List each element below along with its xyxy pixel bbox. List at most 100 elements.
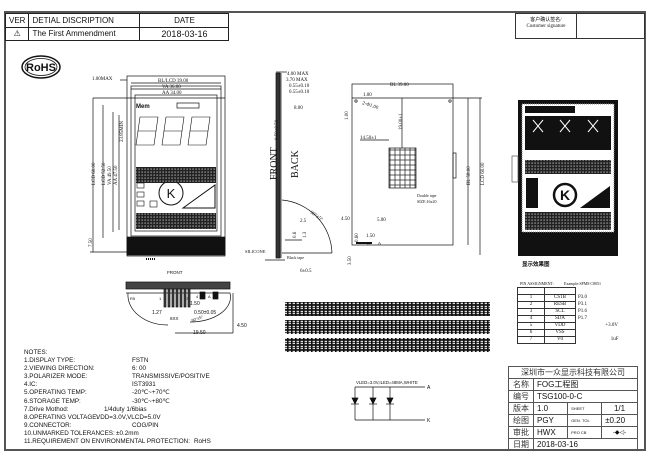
rev-description: The First Ammendment xyxy=(28,26,141,41)
projection-symbol-icon: -◆◁- xyxy=(601,426,638,439)
version: 1.0 xyxy=(532,402,569,415)
rohs-logo: RoHS xyxy=(21,55,61,79)
note-item: 4.IC:IST3931 xyxy=(24,381,156,389)
dimension-label: K xyxy=(367,241,370,246)
dimension-label: 1.3 xyxy=(303,231,308,238)
note-item: 3.POLARIZER MODE:TRANSMISSIVE/POSITIVE xyxy=(24,373,210,381)
note-item: 8.OPERATING VOLTAGE:VDD=3.0V,VLCD=5.0V xyxy=(24,413,161,421)
dimension-label: R5 xyxy=(130,296,136,301)
dimension-label: 90°±5° xyxy=(309,211,324,223)
note-item: 7.Drive Mothod:1/4duty 1/6bias xyxy=(24,405,147,413)
dimension-label: 2-Φ1.00 xyxy=(361,101,379,111)
dimension-label: 1 xyxy=(159,296,162,301)
dimension-label: 3.70 MAX xyxy=(286,78,308,83)
front-view xyxy=(90,75,226,260)
dimension-label: RoHS xyxy=(26,62,56,74)
dimension-label: 7 xyxy=(186,296,189,301)
dimension-label: 7.50 xyxy=(89,238,94,247)
customer-label-en: Customer signature xyxy=(526,24,566,29)
dimension-label: K xyxy=(560,187,570,203)
dimension-label: 23.85MIN xyxy=(120,121,125,142)
dimension-label: 0.6 xyxy=(293,231,298,238)
drawing-date: 2018-03-16 xyxy=(533,438,638,451)
back-view xyxy=(351,83,482,255)
dimension-label: LCD 52.50 xyxy=(102,162,107,185)
revision-table: VER DETIAL DISCRIPTION DATE ⚠ The First … xyxy=(4,13,230,41)
sheet: 1/1 xyxy=(601,402,638,415)
side-view xyxy=(265,71,333,261)
dimension-label: 1.00MAX xyxy=(92,77,113,82)
customer-signature-field[interactable] xyxy=(577,14,644,38)
note-item: 11.REQUIREMENT ON ENVIRONMENTAL PROTECTI… xyxy=(24,438,211,446)
dimension-label: 3.50 xyxy=(348,256,353,265)
dimension-label: 4 xyxy=(196,294,199,299)
dimension-label: 显示效果图 xyxy=(522,260,550,268)
drawing-number: TSG100-0-C xyxy=(533,390,638,403)
dimension-label: 1.00 xyxy=(345,111,350,120)
dimension-label: BL/LCD 39.00 xyxy=(158,79,189,84)
dimension-label: Mem xyxy=(136,104,150,110)
drawing-name: FOG工程图 xyxy=(533,378,638,391)
note-item: 5.OPERATING TEMP:-20℃~+70℃ xyxy=(24,389,170,397)
dimension-label: LCD 60.00 xyxy=(92,162,97,185)
dimension-label: FRONT xyxy=(167,270,183,275)
customer-signature-box: 客户确认签名/ Customer signature xyxy=(515,13,645,39)
dimension-label: 1.50 xyxy=(366,234,375,239)
dimension-label: A xyxy=(208,294,211,299)
dimension-label: 0.50±0.05 xyxy=(194,310,216,316)
dimension-label: 4.50 xyxy=(237,323,247,329)
note-item: 9.CONNECTOR:COG/PIN xyxy=(24,421,159,429)
led-circuit xyxy=(351,386,425,421)
dimension-label: VA 49.50 xyxy=(108,166,113,185)
dimension-label: 19.00±1 xyxy=(399,113,404,130)
dimension-label: 0.55±0.10 xyxy=(289,84,310,89)
dimension-label: 8.00 xyxy=(294,106,303,111)
company-name: 深圳市一众显示科技有限公司 xyxy=(508,366,638,379)
dimension-label: 1.27 xyxy=(152,310,162,316)
dimension-label: 4.50 xyxy=(341,217,350,222)
note-item: 1.DISPLAY TYPE:FSTN xyxy=(24,357,149,365)
dimension-label: BL 39.00 xyxy=(390,83,409,88)
dimension-label: 8XX xyxy=(170,316,179,321)
rev-header-date: DATE xyxy=(139,13,230,28)
general-tolerance: ±0.20 xyxy=(601,414,638,427)
customer-label-cn: 客户确认签名/ xyxy=(530,18,562,23)
display-preview: K xyxy=(511,100,618,256)
notes: NOTES: 1.DISPLAY TYPE:FSTN 2.VIEWING DIR… xyxy=(24,349,211,446)
dimension-label: 6±0.5 xyxy=(300,269,312,274)
dimension-label: 0.50±0.50 xyxy=(275,119,280,140)
note-item: 10.UNMARKED TOLERANCES:±0.2mm xyxy=(24,429,139,437)
dimension-label: AA 34.00 xyxy=(162,91,182,96)
dimension-label: 2.5 xyxy=(300,219,307,224)
dimension-label: BACK xyxy=(290,149,301,178)
dimension-label: LCD 60.00 xyxy=(481,162,486,185)
pin-front-view xyxy=(125,281,234,334)
dimension-label: VA 36.00 xyxy=(162,85,181,90)
dimension-label: Double tape xyxy=(417,193,437,198)
dimension-label: SIZE:16x20 xyxy=(417,199,437,204)
note-item: 6.STORAGE TEMP:-30℃~+80℃ xyxy=(24,397,170,405)
rev-header-ver: VER xyxy=(4,13,30,28)
sheet-border xyxy=(4,11,646,451)
dimension-label: 19.50 xyxy=(193,330,206,336)
approved-by: HWX xyxy=(532,426,569,439)
dimension-label: 4.00 MAX xyxy=(287,72,309,77)
rev-header-description: DETIAL DISCRIPTION xyxy=(28,13,141,28)
dimension-label: 90°±5° xyxy=(191,314,204,323)
dimension-label: 0.60 xyxy=(355,233,360,242)
dimension-label: VLED=3.0V,ILED=48MA,WHITE xyxy=(356,380,418,385)
dimension-label: A xyxy=(378,241,381,246)
dimension-label: K xyxy=(427,418,431,424)
dimension-label: 14.50±1 xyxy=(360,136,377,141)
dimension-label: BL 58.00 xyxy=(467,166,472,185)
dimension-label: FRONT xyxy=(269,147,280,180)
